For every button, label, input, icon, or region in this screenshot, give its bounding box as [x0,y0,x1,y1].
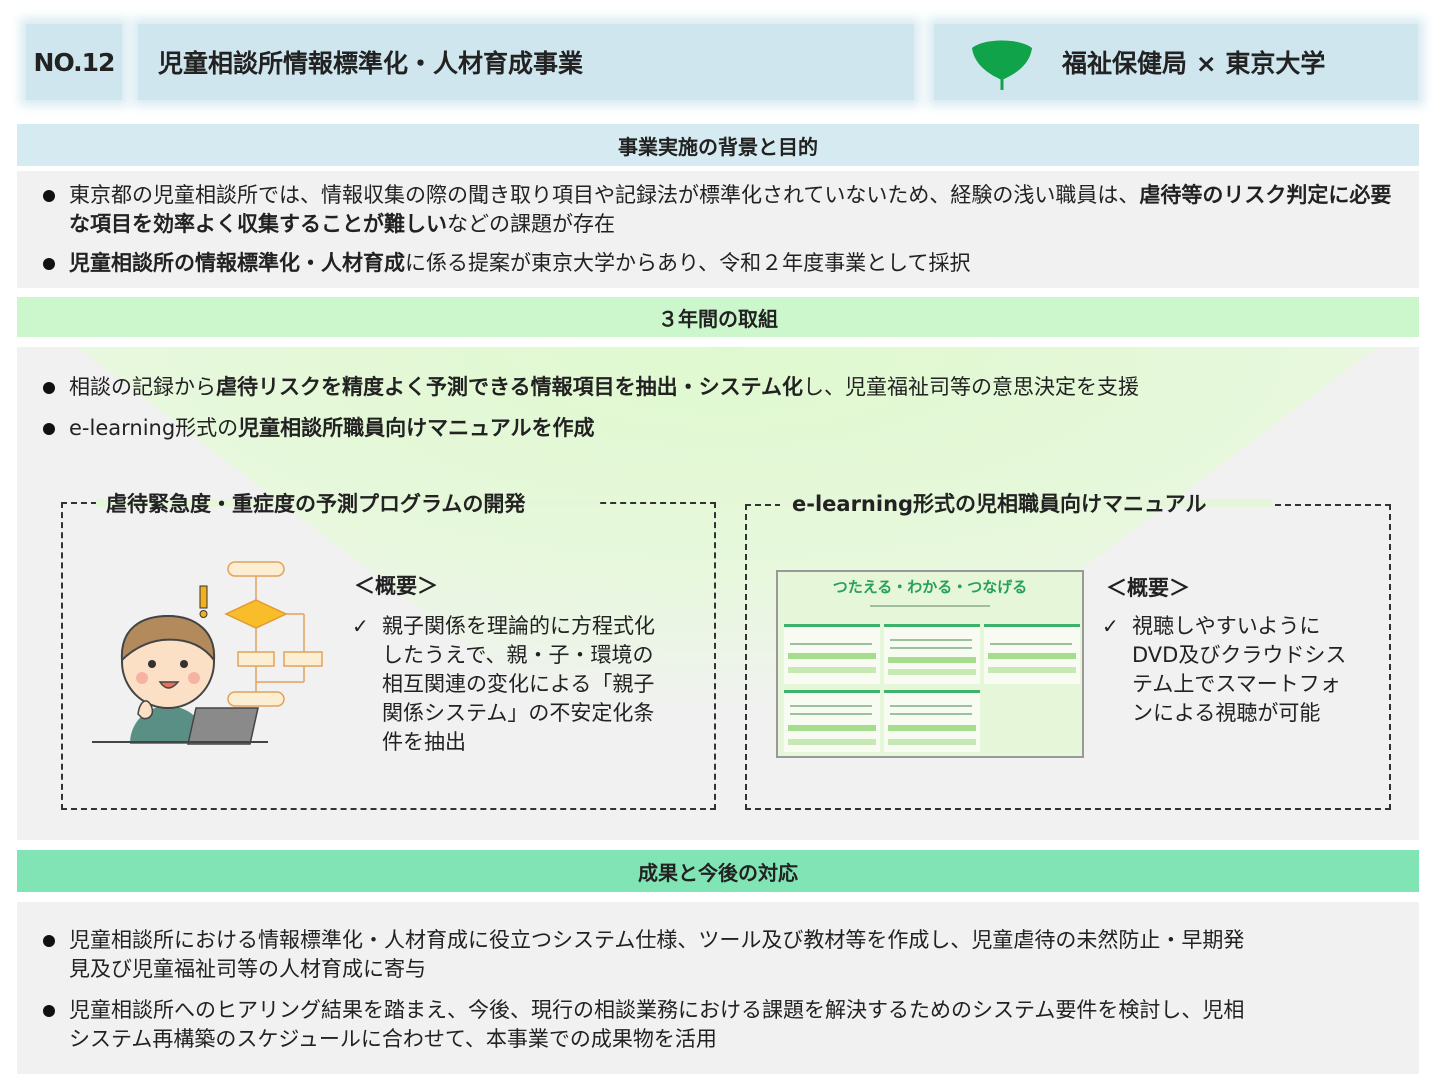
bullet-bold-text: 児童相談所の情報標準化・人材育成 [69,251,405,275]
overview-line: テム上でスマートフォ [1132,672,1341,696]
elearning-manual-title: e-learning形式の児相職員向けマニュアル [792,492,1207,516]
project-title: 児童相談所情報標準化・人材育成事業 [138,24,914,100]
efforts-panel: 相談の記録から虐待リスクを精度よく予測できる情報項目を抽出・システム化し、児童福… [17,347,1419,840]
bullet-text: に係る提案が東京大学からあり、令和２年度事業として採択 [405,251,971,275]
title-mask [780,499,1272,507]
thumbnail-card [984,624,1080,684]
overview-line: 視聴しやすいように [1132,614,1321,638]
bullet-line: 見及び児童福祉司等の人材育成に寄与 [69,957,426,981]
section-heading-results: 成果と今後の対応 [17,850,1419,892]
section-heading-background: 事業実施の背景と目的 [17,124,1419,166]
thumbnail-title: つたえる・わかる・つなげる [832,578,1028,596]
title-mask [96,499,600,507]
thumbnail-card [884,690,980,752]
project-title-text: 児童相談所情報標準化・人材育成事業 [158,49,584,78]
section-heading-text: 成果と今後の対応 [638,860,798,885]
box1-overview-list: 親子関係を理論的に方程式化 したうえで、親・子・環境の 相互関連の変化による「親… [352,612,655,757]
overview-line: ンによる視聴が可能 [1132,701,1321,725]
person-laptop-illustration [92,561,323,745]
thumbnail-card [784,624,880,684]
results-bullet-2: 児童相談所へのヒアリング結果を踏まえ、今後、現行の相談業務における課題を解決する… [43,996,1399,1054]
bullet-text: e-learning形式の [69,416,239,440]
section-heading-text: 事業実施の背景と目的 [618,134,818,159]
efforts-bullet-1: 相談の記録から虐待リスクを精度よく予測できる情報項目を抽出・システム化し、児童福… [43,373,1399,402]
prediction-program-title: 虐待緊急度・重症度の予測プログラムの開発 [106,492,526,516]
bullet-line: 児童相談所における情報標準化・人材育成に役立つシステム仕様、ツール及び教材等を作… [69,928,1245,952]
green-glow-decoration [77,347,1377,840]
bullet-text: 東京都の児童相談所では、情報収集の際の聞き取り項目や記録法が標準化されていないた… [69,183,1140,207]
bullet-text: などの課題が存在 [447,212,615,236]
overview-line: 件を抽出 [382,730,466,754]
box2-overview-list: 視聴しやすいように DVD及びクラウドシス テム上でスマートフォ ンによる視聴が… [1102,612,1346,728]
organization-text: 福祉保健局 × 東京大学 [1062,49,1326,78]
results-panel: 児童相談所における情報標準化・人材育成に役立つシステム仕様、ツール及び教材等を作… [17,902,1419,1074]
results-bullet-1: 児童相談所における情報標準化・人材育成に役立つシステム仕様、ツール及び教材等を作… [43,926,1399,984]
overview-line: DVD及びクラウドシス [1132,643,1347,667]
bullet-text: し、児童福祉司等の意思決定を支援 [802,375,1139,399]
project-number: NO.12 [26,24,122,100]
bullet-bold-text: 児童相談所職員向けマニュアルを作成 [238,416,595,440]
thumbnail-card [784,690,880,752]
box2-overview-label: ＜概要＞ [1106,576,1190,600]
bullet-bold-text: 虐待リスクを精度よく予測できる情報項目を抽出・システム化 [216,375,803,399]
bullet-text: 相談の記録から [69,375,216,399]
efforts-bullet-2: e-learning形式の児童相談所職員向けマニュアルを作成 [43,414,1399,443]
bullet-line: 児童相談所へのヒアリング結果を踏まえ、今後、現行の相談業務における課題を解決する… [69,998,1245,1022]
background-bullet-1: 東京都の児童相談所では、情報収集の際の聞き取り項目や記録法が標準化されていないた… [43,181,1399,239]
section-heading-efforts: ３年間の取組 [17,297,1419,337]
overview-line: 相互関連の変化による「親子 [382,672,655,696]
background-panel: 東京都の児童相談所では、情報収集の際の聞き取り項目や記録法が標準化されていないた… [17,171,1419,288]
overview-line: 親子関係を理論的に方程式化 [382,614,655,638]
ginkgo-logo-icon [972,40,1032,90]
box1-overview-label: ＜概要＞ [354,574,438,598]
organization-banner: 福祉保健局 × 東京大学 [934,24,1418,100]
elearning-thumbnail: つたえる・わかる・つなげる [776,570,1084,758]
project-number-text: NO.12 [33,47,116,77]
bullet-line: システム再構築のスケジュールに合わせて、本事業での成果物を活用 [69,1027,717,1051]
bullet-bold-text: 虐待等のリスク判定に必要な項目を効率よく収集することが難しい [69,183,1392,236]
thumbnail-card [884,624,980,684]
overview-line: したうえで、親・子・環境の [382,643,654,667]
section-heading-text: ３年間の取組 [658,306,778,331]
background-bullet-2: 児童相談所の情報標準化・人材育成に係る提案が東京大学からあり、令和２年度事業とし… [43,249,1399,278]
overview-line: 関係システム」の不安定化条 [382,701,655,725]
thumbnail-subtitle-line [870,605,990,607]
